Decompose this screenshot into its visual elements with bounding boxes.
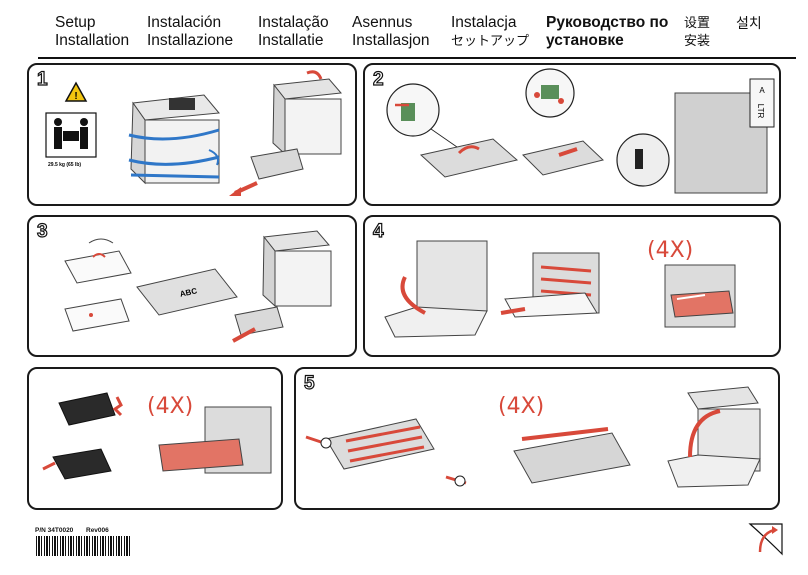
photoconductor-unit <box>305 418 467 487</box>
header-divider <box>38 57 796 59</box>
title-korean: 설치 <box>736 15 762 31</box>
printer-close-door <box>667 386 761 488</box>
step-5-panel: 5 (4X) <box>294 367 780 510</box>
part-number: P/N 34T0020 <box>35 527 74 534</box>
step-4-illustration: (4X) <box>384 238 736 338</box>
step-number: 3 <box>36 220 48 242</box>
count-label-4x: (4X) <box>647 238 693 263</box>
step-number: 2 <box>372 68 384 90</box>
printer-insert-tray <box>232 230 332 343</box>
paper-size-indicator: A LTR <box>616 78 775 194</box>
step-2-panel: 2 A LTR <box>363 63 781 206</box>
insert-cartridge <box>158 406 272 474</box>
tray-label-a: A <box>759 86 765 95</box>
svg-text:!: ! <box>74 91 77 102</box>
tray-length-guide-detail <box>522 68 605 176</box>
step-2-illustration: A LTR <box>386 68 775 194</box>
step-number: 4 <box>372 220 384 242</box>
step-number: 1 <box>36 68 48 90</box>
step-5-illustration: (4X) <box>305 386 761 488</box>
revision: Rev006 <box>86 527 109 534</box>
printer-front-door-open <box>384 240 488 338</box>
warning-triangle-icon: ! <box>64 81 88 102</box>
step-number: 5 <box>303 372 315 394</box>
remove-red-packing <box>664 264 736 328</box>
step-1-illustration: ! 29.5 kg (65 lb) <box>45 70 342 196</box>
two-person-lift-icon <box>45 112 97 158</box>
tray-guide-detail <box>386 83 519 178</box>
insert-photoconductor <box>513 427 631 484</box>
step-4-panel: 4 (4X) <box>363 215 781 357</box>
step-1-panel: 1 ! 29.5 kg (65 lb) <box>27 63 357 206</box>
weight-label: 29.5 kg (65 lb) <box>48 162 81 168</box>
printer-with-packing <box>128 94 220 185</box>
loaded-tray: ABC <box>136 268 238 316</box>
step-4b-panel: (4X) <box>27 367 283 510</box>
barcode <box>36 536 132 556</box>
title-chinese: 设置安装 <box>684 15 711 48</box>
count-label-4x: (4X) <box>147 394 193 419</box>
remove-packing-sheet <box>500 252 600 318</box>
count-label-4x: (4X) <box>498 394 544 419</box>
tray-label-ltr: LTR <box>756 104 765 119</box>
step-3-illustration: ABC <box>64 230 332 343</box>
printer-with-tray-removed <box>229 70 342 196</box>
flex-paper-stack <box>64 238 132 332</box>
page-curl-icon <box>748 523 783 556</box>
step-3-panel: 3 ABC <box>27 215 357 357</box>
paper-label: ABC <box>179 286 198 298</box>
step-4b-illustration: (4X) <box>42 392 272 480</box>
shake-cartridge <box>42 392 123 480</box>
